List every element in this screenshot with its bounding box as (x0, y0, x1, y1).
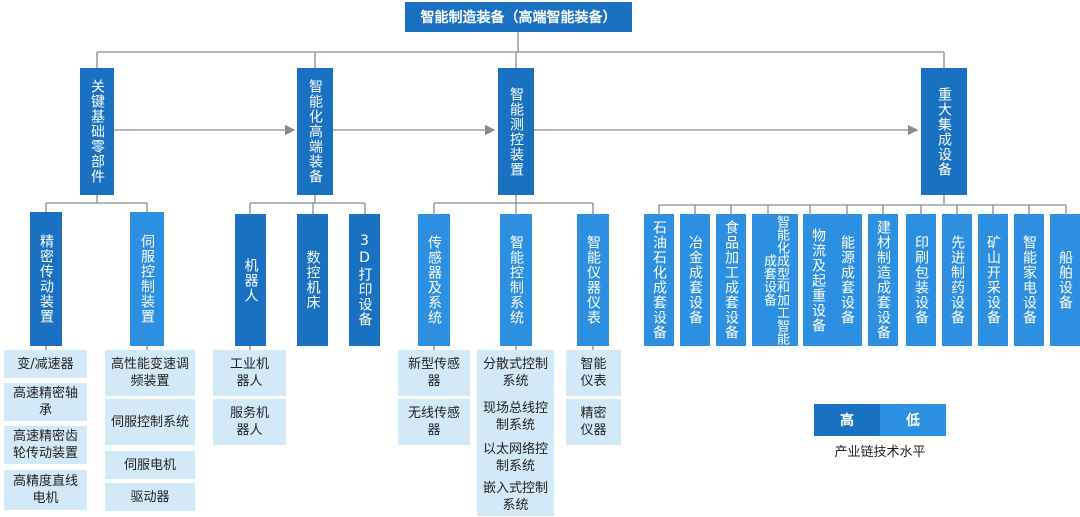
leaf-servo-motor: 伺服电机 (105, 451, 195, 479)
leaf-servo-control-system: 伺服控制系统 (105, 399, 195, 445)
sub-energy: 能源成套设备 (832, 214, 862, 346)
sub-metallurgy: 冶金成套设备 (680, 214, 710, 346)
sub-precision-transmission: 精密传动装置 (30, 212, 62, 346)
leaf-industrial-robot: 工业机器人 (213, 350, 286, 396)
sub-pharmaceutical: 先进制药设备 (942, 214, 972, 346)
leaf-precision-bearing: 高速精密轴承 (4, 383, 87, 421)
sub-building-materials: 建材制造成套设备 (868, 214, 898, 346)
leaf-embedded-control: 嵌入式控制系统 (477, 478, 554, 516)
sub-printing-packaging: 印刷包装设备 (906, 214, 936, 346)
category-integrated-equipment: 重大集成设备 (921, 68, 967, 195)
leaf-wireless-sensor: 无线传感器 (398, 399, 470, 445)
leaf-frequency-device: 高性能变速调频装置 (105, 350, 195, 396)
sub-3d-printing: 3D打印设备 (349, 214, 380, 346)
sub-servo-control: 伺服控制装置 (130, 212, 164, 346)
leaf-fieldbus: 现场总线控制系统 (477, 395, 554, 439)
sub-robot: 机器人 (235, 214, 266, 346)
sub-sensors: 传感器及系统 (418, 214, 450, 346)
category-measurement-control: 智能测控装置 (498, 68, 534, 195)
sub-instruments: 智能仪器仪表 (577, 214, 609, 346)
sub-cnc-machine: 数控机床 (297, 214, 328, 346)
leaf-smart-instrument: 智能仪表 (566, 350, 621, 396)
leaf-reducer: 变/减速器 (4, 350, 87, 378)
sub-petrochemical: 石油石化成套设备 (644, 214, 674, 346)
category-intelligent-equipment: 智能化高端装备 (297, 68, 333, 195)
leaf-ethernet-control: 以太网络控制系统 (477, 437, 554, 479)
leaf-dcs: 分散式控制系统 (477, 350, 554, 396)
sub-forming-processing: 智能化成型和加工智能成套设备 (752, 214, 798, 346)
legend-high: 高 (814, 404, 880, 436)
sub-mining: 矿山开采设备 (978, 214, 1008, 346)
sub-food-processing: 食品加工成套设备 (716, 214, 746, 346)
sub-logistics-lifting: 物流及起重设备 (803, 214, 833, 346)
legend-caption: 产业链技术水平 (834, 444, 926, 460)
sub-intelligent-control: 智能控制系统 (500, 214, 532, 346)
leaf-linear-motor: 高精度直线电机 (4, 470, 87, 510)
category-key-components: 关键基础零部件 (80, 68, 114, 195)
leaf-driver: 驱动器 (105, 483, 195, 511)
sub-home-appliances: 智能家电设备 (1014, 214, 1044, 346)
root-node: 智能制造装备（高端智能装备） (405, 2, 632, 32)
leaf-service-robot: 服务机器人 (213, 399, 286, 445)
leaf-precision-gear: 高速精密齿轮传动装置 (4, 426, 87, 464)
sub-shipbuilding: 船舶设备 (1050, 214, 1080, 346)
leaf-new-sensor: 新型传感器 (398, 350, 470, 396)
leaf-precision-instrument: 精密仪器 (566, 399, 621, 445)
legend-low: 低 (880, 404, 946, 436)
